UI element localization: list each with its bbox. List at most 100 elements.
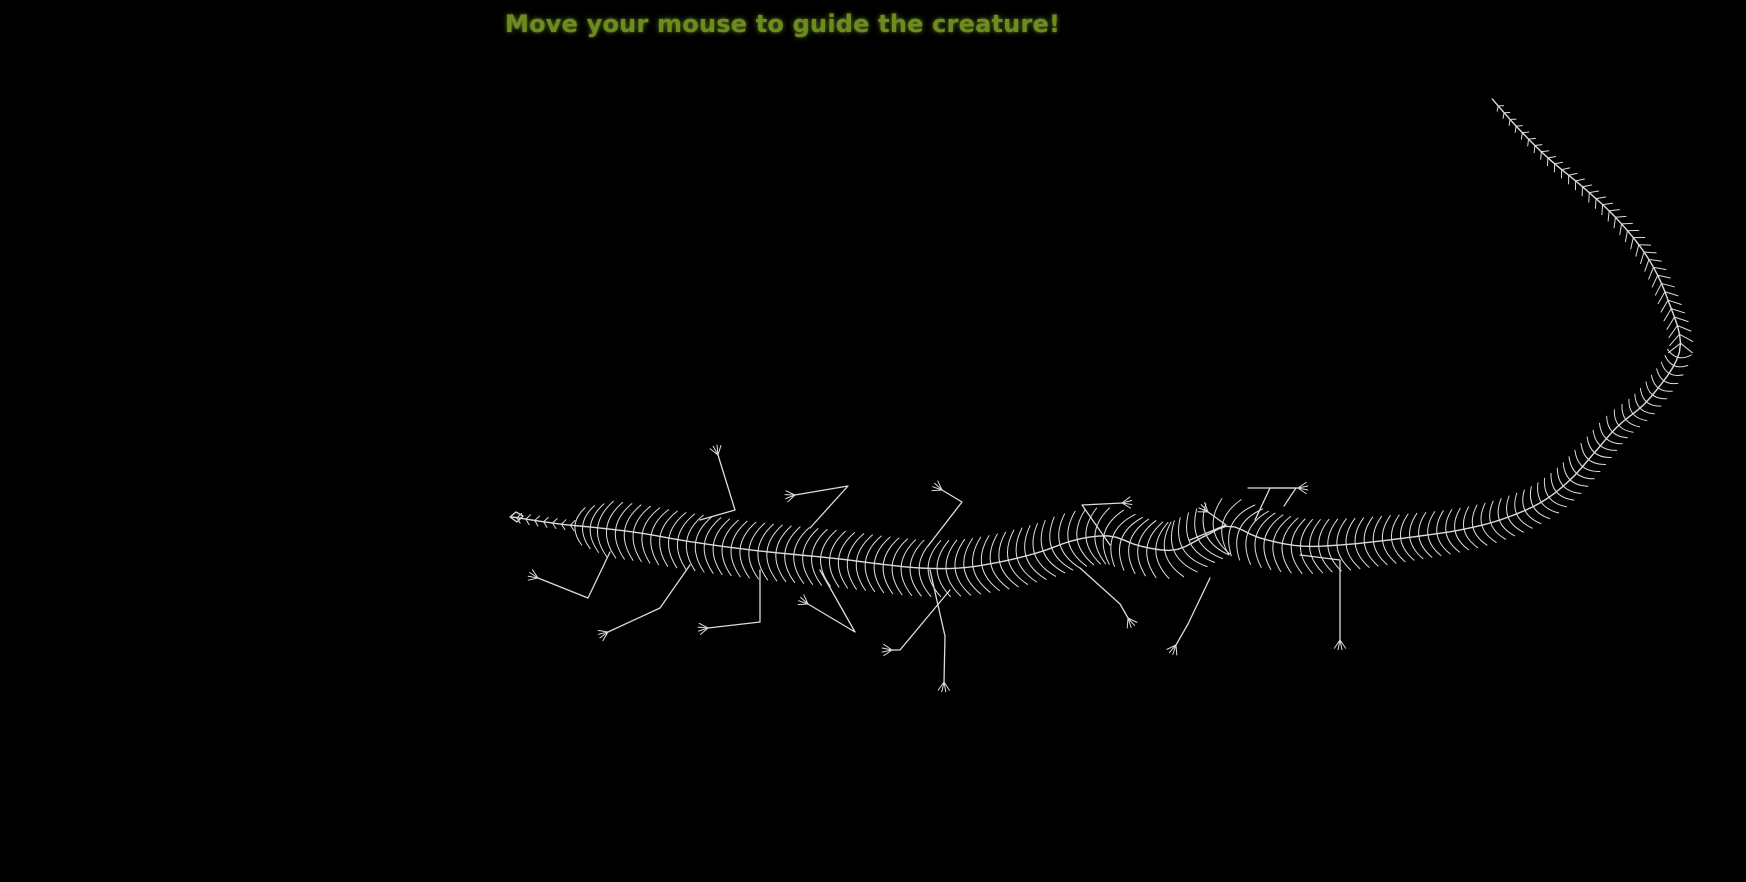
rib	[1643, 251, 1657, 254]
toe	[803, 594, 809, 605]
rib	[1581, 184, 1593, 188]
rib	[1489, 500, 1507, 540]
toe	[531, 569, 539, 579]
rib	[1537, 482, 1559, 514]
toe	[1198, 507, 1209, 513]
rib	[1630, 237, 1634, 250]
toe	[785, 494, 796, 500]
rib	[1508, 118, 1511, 126]
rib	[1454, 507, 1470, 551]
rib	[730, 520, 748, 578]
rib	[1015, 527, 1038, 583]
rib	[1663, 308, 1672, 322]
rib	[574, 507, 586, 546]
rib	[1657, 291, 1666, 305]
rib	[1514, 125, 1517, 133]
rib	[1628, 398, 1648, 422]
toe	[697, 627, 709, 632]
rib	[1497, 498, 1515, 537]
rib	[775, 525, 792, 583]
rib	[998, 531, 1019, 588]
rib	[1661, 282, 1675, 288]
toe	[787, 494, 796, 503]
rib	[1471, 504, 1488, 546]
rib	[1648, 259, 1662, 262]
toe	[1126, 617, 1129, 629]
toe	[709, 448, 719, 456]
rib	[721, 519, 739, 577]
toe	[527, 577, 539, 581]
toe	[599, 631, 609, 639]
toe	[1127, 617, 1138, 623]
rib	[1613, 409, 1634, 433]
rib	[1621, 222, 1633, 225]
toe	[597, 629, 609, 633]
rib	[1363, 516, 1379, 567]
rib	[802, 528, 819, 585]
toe	[1297, 487, 1307, 495]
rib	[569, 524, 575, 532]
rib	[614, 503, 633, 560]
toe	[1175, 644, 1178, 656]
creature-skeleton	[509, 98, 1694, 693]
rib	[1372, 515, 1388, 566]
rib	[757, 523, 774, 581]
toe	[527, 575, 539, 579]
rib	[1619, 223, 1623, 236]
rib	[1529, 486, 1551, 520]
rib	[811, 529, 828, 586]
rib	[1527, 138, 1530, 147]
rib	[829, 530, 846, 588]
rib	[1575, 178, 1585, 182]
toe	[712, 445, 719, 456]
rib	[525, 514, 532, 520]
toe	[529, 572, 539, 579]
rib	[1309, 519, 1324, 574]
rib	[882, 537, 900, 595]
rib	[650, 509, 670, 566]
toe	[1121, 502, 1132, 509]
rib	[1595, 196, 1607, 200]
rib	[1521, 131, 1530, 134]
rib	[1635, 244, 1640, 257]
limb-7	[929, 569, 946, 683]
toe	[1204, 502, 1209, 513]
toe	[937, 480, 943, 491]
rib	[694, 516, 713, 573]
rib	[1178, 517, 1208, 568]
toe	[1339, 639, 1347, 649]
toe	[798, 600, 809, 605]
rib	[1506, 495, 1524, 533]
toe	[883, 643, 893, 651]
toe	[1168, 644, 1177, 654]
toe	[881, 647, 893, 651]
rib	[1621, 403, 1641, 428]
rib	[1163, 521, 1185, 578]
rib	[1418, 512, 1433, 558]
rib	[1110, 513, 1136, 567]
rib	[1540, 151, 1542, 160]
toe	[934, 482, 943, 491]
rib	[1502, 112, 1505, 119]
rib	[846, 533, 865, 590]
rib	[1528, 137, 1536, 140]
toe	[1121, 502, 1133, 505]
rib	[552, 522, 557, 530]
rib	[1586, 436, 1612, 459]
rib	[1588, 190, 1600, 194]
rib	[632, 505, 651, 563]
limb-5	[807, 569, 856, 633]
rib	[1032, 522, 1057, 577]
limb-11	[1175, 577, 1211, 646]
rib	[837, 532, 856, 589]
rib	[963, 537, 981, 595]
rib	[1568, 172, 1578, 176]
rib	[1212, 498, 1231, 555]
rib	[1654, 282, 1663, 296]
rib	[1146, 521, 1164, 579]
rib	[1601, 204, 1604, 216]
rib	[1400, 513, 1415, 561]
rib	[1680, 342, 1693, 354]
